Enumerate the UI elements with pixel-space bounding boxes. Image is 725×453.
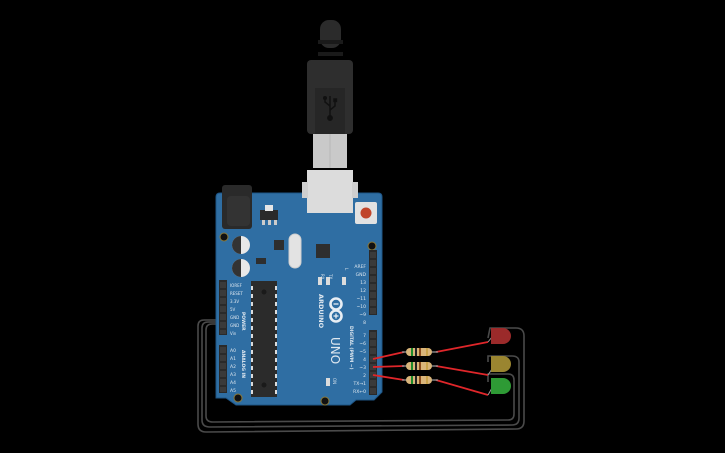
- pin-10: ~10: [357, 304, 367, 310]
- pin-2: 2: [363, 373, 366, 379]
- pin-a2: A2: [230, 364, 236, 370]
- usb-cable[interactable]: [307, 20, 353, 168]
- resistors[interactable]: [402, 348, 438, 384]
- digital-header-title: DIGITAL (PWM ~): [348, 326, 354, 370]
- on-label: ON: [332, 378, 337, 384]
- pin-5v: 5V: [230, 307, 236, 312]
- pin-a0: A0: [230, 348, 236, 354]
- pin-a4: A4: [230, 380, 236, 386]
- led-red: [487, 328, 511, 344]
- pin-5: ~5: [359, 349, 366, 355]
- pin-11: ~11: [357, 296, 367, 302]
- rx-label: RX: [320, 274, 325, 280]
- capacitors: [232, 236, 250, 277]
- pin-3: ~3: [359, 365, 366, 371]
- pin-gnd-d: GND: [356, 272, 367, 278]
- pin-rx0: RX←0: [353, 389, 366, 395]
- usb-jack: [307, 170, 353, 213]
- resistor-r3: [402, 376, 438, 384]
- arduino-logo: ARDUINO UNO: [317, 294, 343, 364]
- pin-gnd-2: GND: [230, 323, 239, 328]
- arduino-uno-board[interactable]: RX TX L ON ARDUINO UNO IOREF RES: [215, 170, 383, 406]
- voltage-regulator: [260, 210, 278, 220]
- tx-label: TX: [328, 273, 333, 279]
- pin-4: 4: [363, 357, 366, 363]
- pin-3v3: 3.3V: [230, 299, 239, 304]
- crystal-oscillator: [288, 233, 302, 269]
- pin-a1: A1: [230, 356, 236, 362]
- pin-aref: AREF: [354, 264, 366, 270]
- analog-header-title: ANALOG IN: [240, 350, 246, 378]
- pin-12: 12: [360, 288, 366, 294]
- pin-gnd-1: GND: [230, 315, 239, 320]
- pin-13: 13: [360, 280, 366, 286]
- power-header: IOREF RESET 3.3V 5V GND GND Vin POWER: [219, 280, 246, 336]
- leds[interactable]: [487, 328, 511, 396]
- analog-header: A0 A1 A2 A3 A4 A5 ANALOG IN: [219, 345, 246, 394]
- atmega-chip: [251, 281, 277, 397]
- digital-header-top: AREF GND 13 12 ~11 ~10 ~9 8: [354, 250, 377, 326]
- pin-reset: RESET: [230, 291, 243, 296]
- pin-tx1: TX→1: [353, 381, 367, 387]
- power-pins: [220, 282, 226, 334]
- ground-wires[interactable]: [197, 319, 525, 433]
- pin-ioref: IOREF: [230, 283, 243, 288]
- brand-label: ARDUINO: [317, 294, 325, 329]
- pin-a3: A3: [230, 372, 236, 378]
- resistor-r1: [402, 348, 438, 356]
- pin-a5: A5: [230, 388, 236, 394]
- led-yellow: [487, 356, 511, 376]
- pin-vin: Vin: [230, 331, 237, 336]
- pin-8: 8: [363, 320, 366, 326]
- pin-7: 7: [363, 333, 366, 339]
- onboard-leds: RX TX L ON: [318, 268, 349, 386]
- signal-wires[interactable]: [372, 341, 489, 396]
- model-label: UNO: [328, 337, 342, 364]
- reset-button[interactable]: [355, 202, 377, 224]
- mounting-holes: [219, 232, 377, 406]
- usb-icon: [322, 95, 338, 121]
- pin-6: ~6: [359, 341, 366, 347]
- l-label: L: [344, 268, 349, 271]
- pin-9: ~9: [359, 312, 366, 318]
- resistor-r2: [402, 362, 438, 370]
- power-header-title: POWER: [240, 312, 246, 331]
- led-green: [487, 378, 511, 396]
